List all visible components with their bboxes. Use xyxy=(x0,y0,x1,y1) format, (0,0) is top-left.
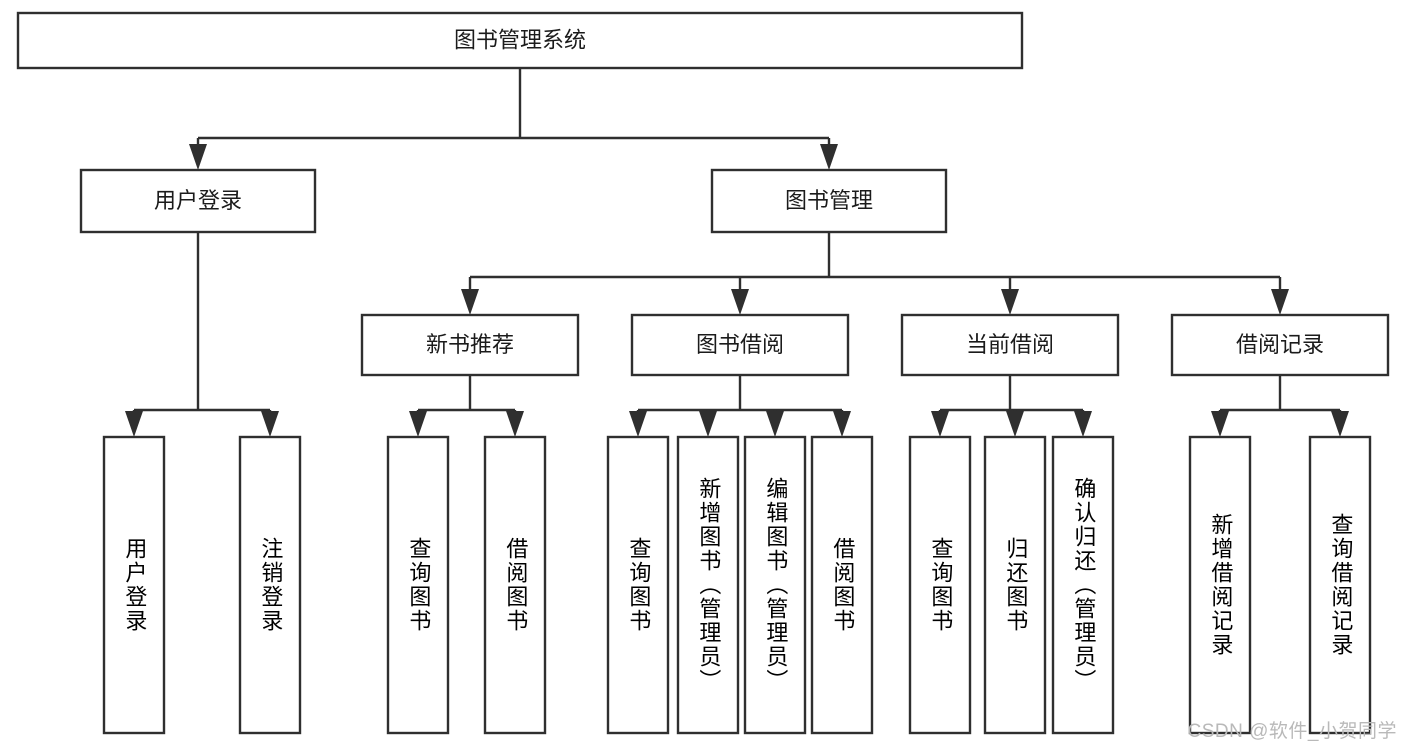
arrow-node-e59bbee4b9a6e5809fe99885-to-leaf-2 xyxy=(766,411,784,437)
level3-node-box-2[interactable] xyxy=(900,313,1120,377)
arrow-node-e59bbee4b9a6e5809fe99885-to-leaf-3 xyxy=(833,411,851,437)
leaf-node-box-11[interactable] xyxy=(1188,435,1252,735)
leaf-node-box-5[interactable] xyxy=(676,435,740,735)
node-boxes-layer xyxy=(16,11,1390,735)
root-node-label: 图书管理系统 xyxy=(454,27,586,52)
leaf-node-box-3[interactable] xyxy=(483,435,547,735)
arrow-mgr-to-l3-0 xyxy=(461,289,479,315)
leaf-node-box-0[interactable] xyxy=(102,435,166,735)
arrow-root-to-l2-0 xyxy=(189,144,207,170)
level3-node-box-3[interactable] xyxy=(1170,313,1390,377)
arrow-node-e696b0e4b9a6e68ea8e88d90-to-leaf-1 xyxy=(506,411,524,437)
leaf-node-box-12[interactable] xyxy=(1308,435,1372,735)
arrow-mgr-to-l3-2 xyxy=(1001,289,1019,315)
leaf-node-box-6[interactable] xyxy=(743,435,807,735)
level2-node-box-0[interactable] xyxy=(79,168,317,234)
level3-node-label-3: 借阅记录 xyxy=(1236,332,1324,357)
arrow-node-e794a8e688b7e799bbe5bd95-to-leaf-1 xyxy=(261,411,279,437)
level2-node-box-1[interactable] xyxy=(710,168,948,234)
level3-node-label-0: 新书推荐 xyxy=(426,332,514,357)
level3-node-box-0[interactable] xyxy=(360,313,580,377)
level3-node-label-2: 当前借阅 xyxy=(966,332,1054,357)
arrow-root-to-l2-1 xyxy=(820,144,838,170)
arrow-node-e696b0e4b9a6e68ea8e88d90-to-leaf-0 xyxy=(409,411,427,437)
arrow-node-e5bd93e5898de5809fe99885-to-leaf-1 xyxy=(1006,411,1024,437)
arrow-node-e59bbee4b9a6e5809fe99885-to-leaf-1 xyxy=(699,411,717,437)
arrow-node-e5809fe99885e8aeb0e5bd95-to-leaf-0 xyxy=(1211,411,1229,437)
arrow-mgr-to-l3-3 xyxy=(1271,289,1289,315)
arrow-node-e794a8e688b7e799bbe5bd95-to-leaf-0 xyxy=(125,411,143,437)
level2-node-label-0: 用户登录 xyxy=(154,188,242,213)
leaf-node-box-9[interactable] xyxy=(983,435,1047,735)
arrow-node-e5bd93e5898de5809fe99885-to-leaf-2 xyxy=(1074,411,1092,437)
leaf-node-box-10[interactable] xyxy=(1051,435,1115,735)
leaf-node-box-4[interactable] xyxy=(606,435,670,735)
level2-node-label-1: 图书管理 xyxy=(785,188,873,213)
arrow-mgr-to-l3-1 xyxy=(731,289,749,315)
leaf-node-box-8[interactable] xyxy=(908,435,972,735)
root-node-box[interactable] xyxy=(16,11,1024,70)
level3-node-box-1[interactable] xyxy=(630,313,850,377)
leaf-node-box-1[interactable] xyxy=(238,435,302,735)
arrow-node-e59bbee4b9a6e5809fe99885-to-leaf-0 xyxy=(629,411,647,437)
csdn-watermark: CSDN @软件_小贺同学 xyxy=(1187,721,1397,742)
level3-node-label-1: 图书借阅 xyxy=(696,332,784,357)
leaf-node-box-2[interactable] xyxy=(386,435,450,735)
connector-edges-layer xyxy=(125,68,1349,437)
arrow-node-e5809fe99885e8aeb0e5bd95-to-leaf-1 xyxy=(1331,411,1349,437)
leaf-node-box-7[interactable] xyxy=(810,435,874,735)
arrow-node-e5bd93e5898de5809fe99885-to-leaf-0 xyxy=(931,411,949,437)
